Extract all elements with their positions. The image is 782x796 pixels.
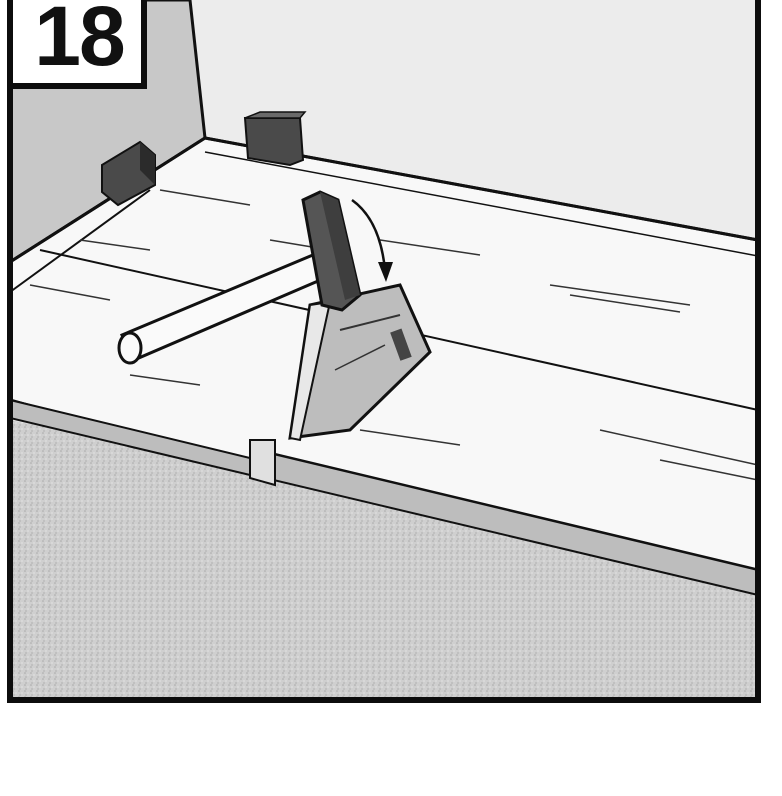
spacer: [245, 112, 305, 165]
step-number: 18: [14, 0, 144, 86]
board-tongue: [250, 440, 275, 485]
